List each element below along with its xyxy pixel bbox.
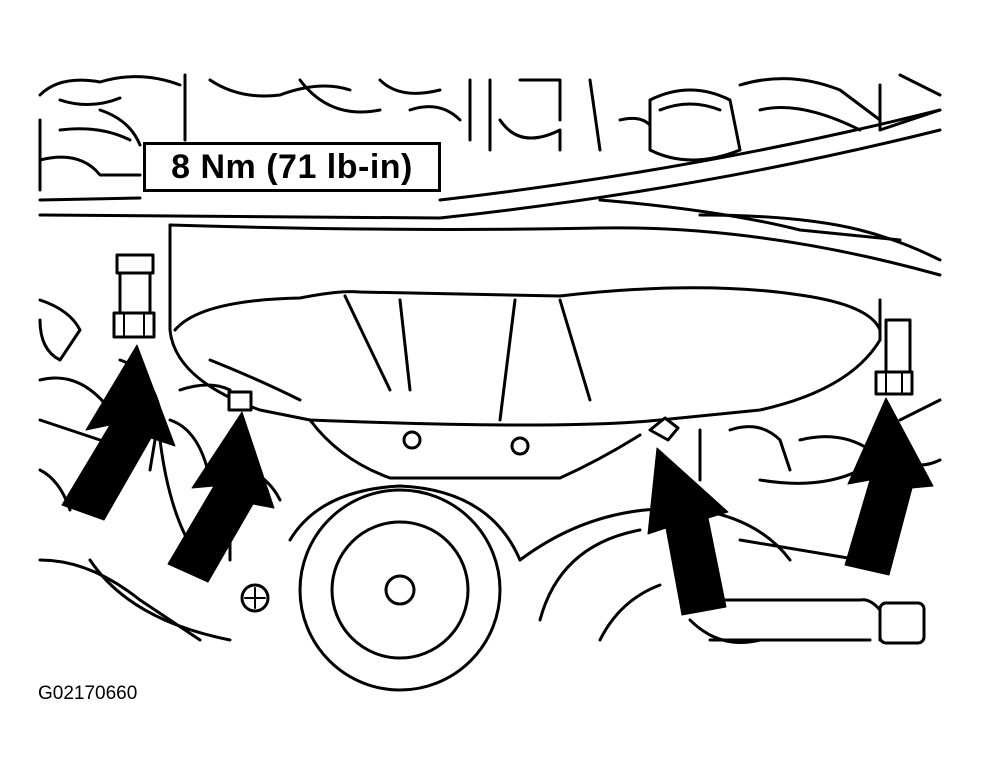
bolt-right bbox=[648, 416, 680, 442]
bolt-arrow-right bbox=[647, 447, 729, 616]
bolt-left-rear bbox=[112, 253, 156, 339]
oil-pan bbox=[168, 223, 882, 427]
right-engine-parts bbox=[698, 398, 942, 562]
bolt-right-rear bbox=[874, 318, 914, 396]
bolt-left bbox=[227, 390, 253, 412]
frame-rail bbox=[38, 108, 942, 277]
torque-spec-callout: 8 Nm (71 lb-in) bbox=[143, 142, 441, 192]
engine-block-background bbox=[38, 73, 942, 192]
figure-id: G02170660 bbox=[38, 683, 138, 704]
lower-bracket bbox=[308, 418, 642, 480]
crank-pulley bbox=[288, 484, 926, 692]
bolt-arrow-left-rear bbox=[61, 344, 176, 521]
bolt-arrow-left bbox=[167, 411, 275, 583]
bolt-arrow-right-rear bbox=[844, 397, 934, 576]
